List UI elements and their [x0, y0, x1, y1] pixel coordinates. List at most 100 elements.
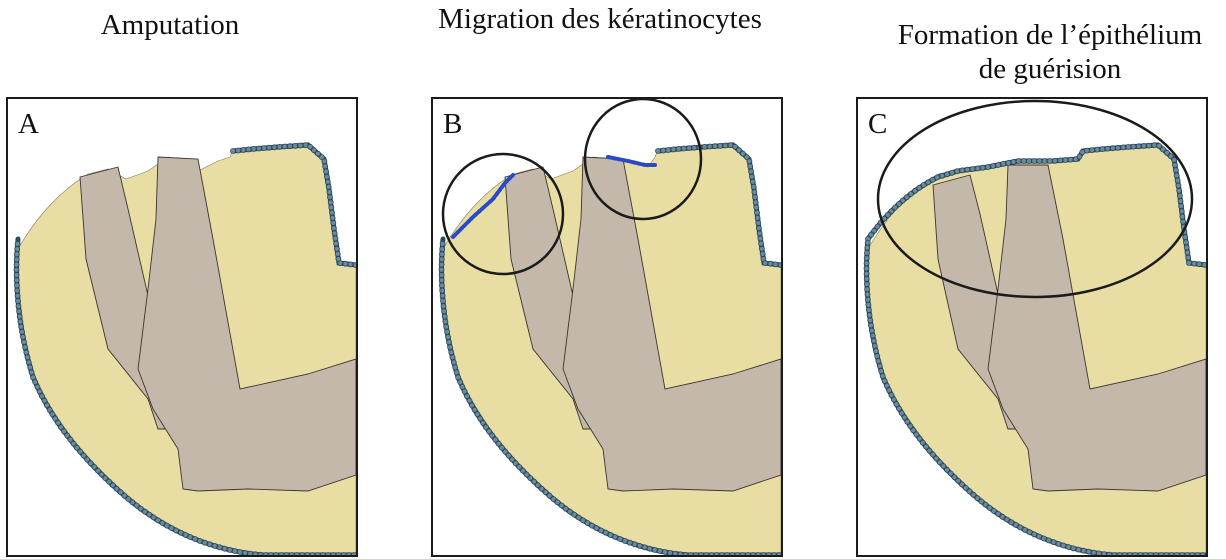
panel-b-illustration [433, 99, 781, 555]
epidermis-cell [331, 226, 336, 231]
epidermis-cell [23, 345, 28, 350]
epidermis-cell [441, 304, 446, 309]
epidermis-cell [773, 262, 778, 267]
epidermis-cell [991, 164, 996, 169]
epidermis-cell [1066, 545, 1071, 550]
epidermis-cell [1173, 168, 1178, 173]
epidermis-cell [693, 553, 698, 556]
epidermis-cell [353, 263, 356, 268]
epidermis-cell [346, 553, 351, 556]
epidermis-cell [996, 163, 1001, 168]
epidermis-cell [747, 159, 752, 164]
epidermis-cell [678, 552, 683, 555]
epidermis-cell [1138, 553, 1143, 556]
epidermis-cell [1095, 147, 1100, 152]
epidermis-cell [1174, 173, 1179, 178]
epidermis-cell [456, 375, 461, 380]
epidermis-cell [288, 144, 293, 149]
epidermis-cell [887, 388, 892, 393]
epidermis-cell [1091, 550, 1096, 555]
epidermis-cell [442, 314, 447, 319]
epidermis-cell [673, 551, 678, 555]
epidermis-cell [875, 354, 880, 359]
epidermis-cell [164, 523, 169, 528]
epidermis-cell [263, 553, 268, 556]
epidermis-cell [661, 148, 666, 153]
epidermis-cell [31, 375, 36, 380]
epidermis-cell [683, 552, 688, 555]
epidermis-cell [1122, 553, 1127, 556]
epidermis-cell [14, 283, 19, 288]
epidermis-cell [1001, 161, 1006, 166]
epidermis-cell [1180, 214, 1185, 219]
epidermis-cell [338, 261, 343, 266]
epidermis-cell [272, 145, 277, 150]
epidermis-cell [1071, 546, 1076, 551]
epidermis-cell [1164, 553, 1169, 556]
epidermis-cell [777, 553, 781, 556]
epidermis-cell [751, 184, 756, 189]
epidermis-cell [755, 210, 760, 215]
epidermis-cell [334, 246, 339, 251]
epidermis-cell [935, 175, 940, 180]
epidermis-cell [889, 393, 894, 398]
epidermis-cell [975, 166, 980, 171]
epidermis-cell [761, 553, 766, 556]
epidermis-cell [872, 343, 877, 348]
epidermis-cell [865, 297, 870, 302]
epidermis-cell [310, 553, 315, 556]
epidermis-cell [662, 550, 667, 555]
epidermis-cell [1152, 143, 1157, 148]
epidermis-cell [237, 550, 242, 555]
epidermis-cell [447, 340, 452, 345]
epidermis-cell [212, 543, 217, 548]
epidermis-cell [1068, 157, 1073, 162]
epidermis-cell [1084, 148, 1089, 153]
epidermis-cell [1042, 159, 1047, 164]
epidermis-cell [352, 553, 356, 556]
epidermis-cell [1061, 543, 1066, 548]
epidermis-cell [865, 287, 870, 292]
epidermis-cell [15, 293, 20, 298]
epidermis-cell [603, 530, 608, 535]
epidermis-cell [330, 210, 335, 215]
epidermis-cell [14, 273, 19, 278]
epidermis-cell [1022, 527, 1027, 532]
epidermis-cell [681, 146, 686, 151]
epidermis-cell [718, 143, 723, 148]
epidermis-cell [657, 549, 662, 554]
epidermis-cell [930, 177, 935, 182]
panel-b: B [431, 97, 783, 557]
epidermis-cell [1176, 183, 1181, 188]
epidermis-cell [331, 221, 336, 226]
epidermis-cell [874, 349, 879, 354]
epidermis-cell [1128, 553, 1133, 556]
epidermis-cell [1063, 158, 1068, 163]
epidermis-cell [766, 553, 771, 556]
epidermis-cell [1159, 553, 1164, 556]
epidermis-cell [866, 302, 871, 307]
epidermis-cell [243, 550, 248, 555]
epidermis-cell [331, 553, 336, 556]
epidermis-cell [454, 370, 459, 375]
epidermis-cell [1032, 159, 1037, 164]
epidermis-cell [18, 319, 23, 324]
epidermis-cell [864, 256, 869, 261]
epidermis-cell [880, 374, 885, 379]
epidermis-cell [197, 538, 202, 543]
epidermis-cell [289, 553, 294, 556]
epidermis-cell [749, 169, 754, 174]
epidermis-cell [439, 262, 444, 267]
epidermis-cell [28, 365, 33, 370]
epidermis-cell [618, 537, 623, 542]
epidermis-cell [1131, 144, 1136, 149]
epidermis-cell [328, 200, 333, 205]
epidermis-cell [333, 236, 338, 241]
epidermis-cell [870, 333, 875, 338]
epidermis-cell [778, 263, 781, 268]
epidermis-cell [1133, 553, 1138, 556]
epidermis-cell [692, 145, 697, 150]
epidermis-cell [1184, 240, 1189, 245]
epidermis-cell [16, 299, 21, 304]
epidermis-cell [325, 179, 330, 184]
